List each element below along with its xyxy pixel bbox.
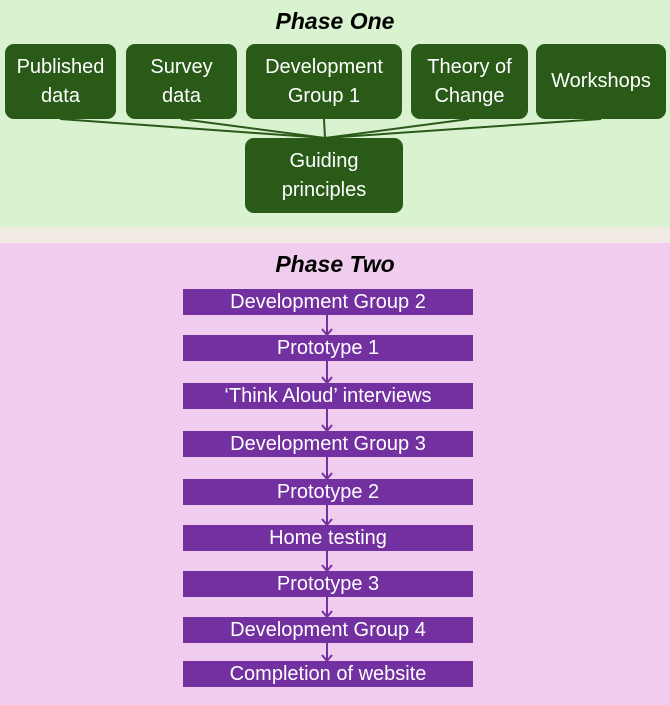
step-think-aloud-interviews: ‘Think Aloud’ interviews	[183, 383, 473, 409]
development-group-1-box: Development Group 1	[246, 44, 402, 119]
phase-two-title: Phase Two	[275, 251, 395, 277]
phase-one-connectors	[59, 118, 602, 139]
step-prototype-2: Prototype 2	[183, 479, 473, 505]
theory-of-change-box: Theory of Change	[411, 44, 528, 119]
survey-data-box: Survey data	[126, 44, 237, 119]
step-development-group-3: Development Group 3	[183, 431, 473, 457]
step-development-group-2: Development Group 2	[183, 289, 473, 315]
step-prototype-1: Prototype 1	[183, 335, 473, 361]
guiding-principles-box: Guiding principles	[245, 138, 403, 213]
step-prototype-3: Prototype 3	[183, 571, 473, 597]
step-development-group-4: Development Group 4	[183, 617, 473, 643]
workshops-box: Workshops	[536, 44, 666, 119]
step-completion-of-website: Completion of website	[183, 661, 473, 687]
phase-one-title: Phase One	[275, 8, 395, 34]
published-data-box: Published data	[5, 44, 116, 119]
step-home-testing: Home testing	[183, 525, 473, 551]
